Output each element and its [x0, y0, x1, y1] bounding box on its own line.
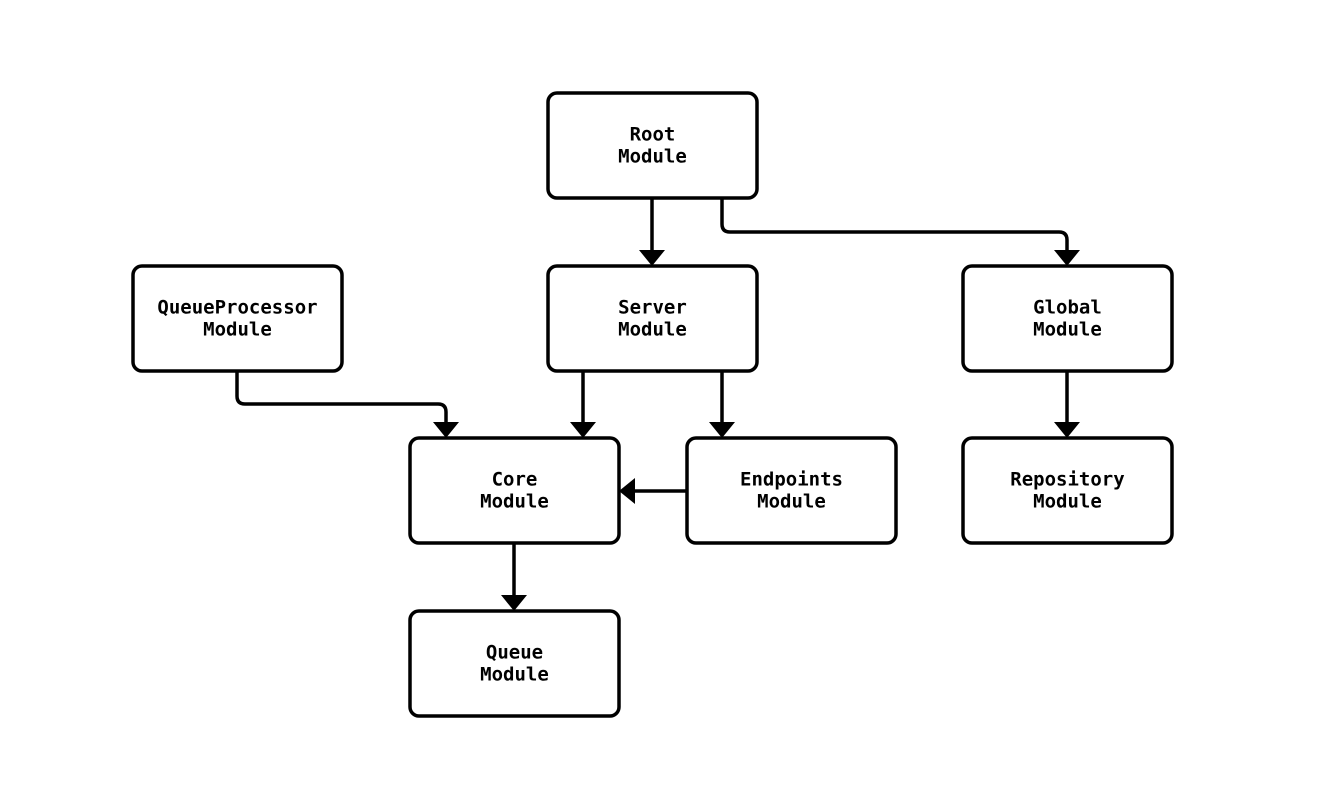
edge-layer — [235, 198, 1080, 611]
node-box — [131, 264, 344, 373]
arrowhead-icon — [709, 422, 735, 438]
node-box — [546, 91, 759, 200]
arrowhead-icon — [1054, 422, 1080, 438]
node-label-line: Module — [618, 319, 687, 341]
edge-root-to-server — [639, 198, 665, 266]
node-box — [408, 436, 621, 545]
edge-endpoints-to-core — [619, 478, 687, 504]
arrowhead-icon — [570, 422, 596, 438]
edge-core-to-queue — [501, 543, 527, 611]
node-box — [961, 436, 1174, 545]
node-box — [961, 264, 1174, 373]
node-box — [408, 609, 621, 718]
node-label-line: Module — [1033, 319, 1102, 341]
edge-root-to-global — [720, 198, 1080, 266]
edge-server-to-core — [570, 371, 596, 438]
node-label-line: Core — [492, 469, 538, 491]
arrowhead-icon — [433, 422, 459, 438]
node-label-line: Server — [618, 297, 687, 319]
arrowhead-icon — [619, 478, 635, 504]
edge-global-to-repository — [1054, 371, 1080, 438]
node-label-line: Module — [203, 319, 272, 341]
node-label-line: Module — [1033, 491, 1102, 513]
arrowhead-icon — [1054, 250, 1080, 266]
edge-line — [235, 371, 448, 424]
node-label-line: Global — [1033, 297, 1102, 319]
edge-queueprocessor-to-core — [235, 371, 459, 438]
node-label-line: Endpoints — [740, 469, 843, 491]
node-label-line: Module — [480, 664, 549, 686]
node-box — [546, 264, 759, 373]
arrowhead-icon — [501, 595, 527, 611]
node-label-line: Root — [630, 124, 676, 146]
arrowhead-icon — [639, 250, 665, 266]
node-label-line: Queue — [486, 642, 543, 664]
node-label-line: Module — [480, 491, 549, 513]
edge-server-to-endpoints — [709, 371, 735, 438]
edge-line — [720, 198, 1069, 252]
node-label-line: Repository — [1010, 469, 1124, 491]
node-label-line: Module — [757, 491, 826, 513]
node-box — [685, 436, 898, 545]
node-label-line: QueueProcessor — [157, 297, 317, 319]
node-label-line: Module — [618, 146, 687, 168]
